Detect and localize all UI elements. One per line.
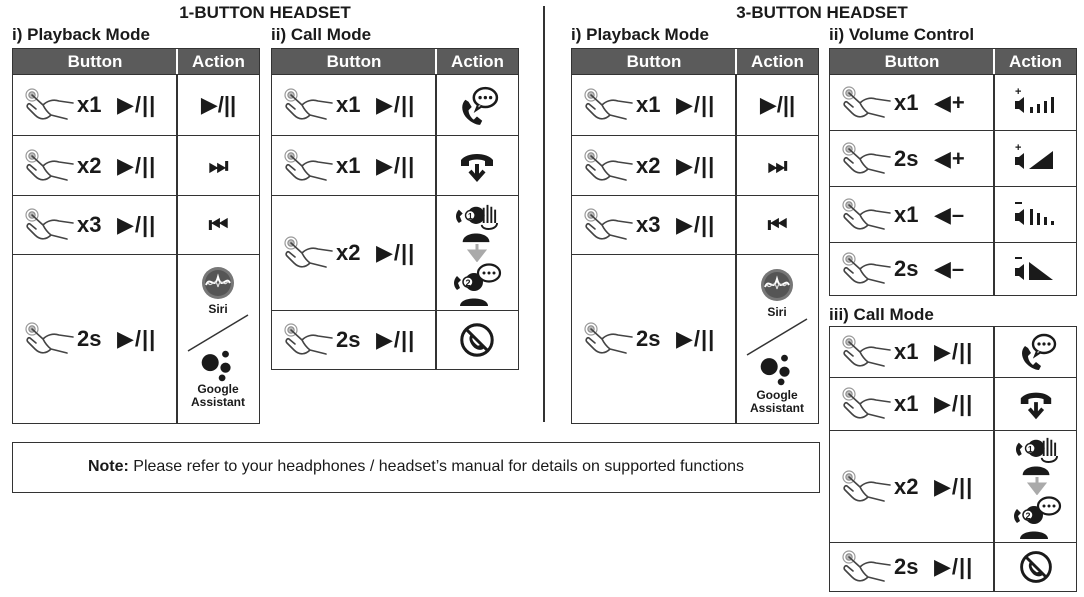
volume-up-step-icon [1013,87,1057,117]
hold-hand-icon [840,547,892,587]
double-tap-hand-icon [840,467,892,507]
table-row: x1◀– [830,186,1076,242]
tap-hand-icon [840,332,892,372]
talk-caller-2-icon [1011,495,1063,539]
col-button: Button [884,52,940,71]
google-assistant-label: Google Assistant [749,388,805,415]
tap-hand-icon [582,205,634,245]
tap-hand-icon [282,85,334,125]
hold-caller-1-icon [451,202,503,244]
hold-hand-icon [840,249,892,289]
three-volume-table: Button Action x1◀+ 2s◀+ x1◀– 2s◀– [829,48,1077,296]
one-playback-title: i) Playback Mode [12,25,150,44]
tap-hand-icon [840,195,892,235]
table-row: 2s▶/|| [830,542,1076,591]
col-action: Action [751,52,804,71]
next-track-icon: ⏭ [767,152,788,178]
hold-hand-icon [282,320,334,360]
table-row: x1▶/|| ▶/|| [572,74,818,135]
note-label: Note: [87,458,129,475]
table-row: 2s◀+ [830,130,1076,186]
play-pause-icon: ▶/|| [759,92,796,117]
siri-icon [200,265,236,301]
next-track-icon: ⏭ [208,152,229,178]
col-button: Button [67,52,123,71]
col-button: Button [626,52,682,71]
note-text: Please refer to your headphones / headse… [128,458,745,475]
table-row: x1▶/|| [830,327,1076,377]
col-action: Action [1009,52,1062,71]
play-pause-icon: ▶/|| [200,92,237,117]
one-call-table: Button Action x1▶/|| x1▶/|| x2▶/|| 2s▶/|… [271,48,519,370]
volume-up-continuous-icon [1013,143,1057,173]
tap-hand-icon [23,85,75,125]
reject-call-icon [458,321,496,359]
table-row: x2▶/|| ⏭ [572,135,818,195]
talk-caller-2-icon [451,262,503,306]
hold-hand-icon [23,319,75,359]
note-box: Note: Please refer to your headphones / … [12,442,820,493]
one-call-title: ii) Call Mode [271,25,372,44]
table-row: 2s◀– [830,242,1076,295]
press-x1: x1▶/|| [23,85,156,125]
end-call-icon [1017,385,1055,423]
reject-call-icon [1018,549,1054,585]
answer-call-icon [1017,332,1057,372]
tap-hand-icon [23,146,75,186]
google-assistant-label: Google Assistant [190,382,246,409]
table-row: 2s▶/|| [272,310,518,369]
google-assistant-icon [200,349,234,383]
tap-hand-icon [582,85,634,125]
table-row: x1◀+ [830,74,1076,130]
col-action: Action [192,52,245,71]
answer-call-icon [457,85,499,127]
table-row: 2s▶/|| Siri Google Assistant [13,254,259,423]
table-row: x3▶/|| ⏮ [572,195,818,254]
table-row: x1▶/|| [272,74,518,135]
arrow-down-icon [1027,477,1047,495]
col-action: Action [451,52,504,71]
three-button-title: 3-BUTTON HEADSET [736,3,908,22]
double-tap-hand-icon [282,233,334,273]
three-playback-title: i) Playback Mode [571,25,709,44]
tap-hand-icon [23,205,75,245]
arrow-down-icon [467,244,487,262]
volume-down-continuous-icon [1013,254,1057,284]
tap-hand-icon [282,146,334,186]
hold-caller-1-icon [1011,435,1063,477]
table-row: x1▶/|| ▶/|| [13,74,259,135]
siri-label: Siri [208,302,228,316]
switch-call-icon [995,431,1076,542]
table-row: x3▶/|| ⏮ [13,195,259,254]
hold-hand-icon [582,319,634,359]
end-call-icon [457,146,497,186]
col-button: Button [326,52,382,71]
three-playback-table: Button Action x1▶/|| ▶/|| x2▶/|| ⏭ x3▶/|… [571,48,819,424]
table-row: x2▶/|| ⏭ [13,135,259,195]
three-call-table: x1▶/|| x1▶/|| x2▶/|| 2s▶/|| [829,326,1077,592]
section-divider [543,6,545,422]
siri-icon [759,267,795,303]
hold-hand-icon [840,139,892,179]
table-row: x1▶/|| [830,377,1076,430]
volume-down-step-icon [1013,199,1057,229]
google-assistant-icon [759,353,793,387]
tap-hand-icon [840,83,892,123]
three-call-title: iii) Call Mode [829,305,934,324]
table-row: x2▶/|| [272,195,518,310]
previous-track-icon: ⏮ [767,212,788,237]
table-header: Button Action [13,49,259,74]
three-volume-title: ii) Volume Control [829,25,975,44]
table-row: x1▶/|| [272,135,518,195]
tap-hand-icon [582,146,634,186]
one-button-title: 1-BUTTON HEADSET [179,3,351,22]
previous-track-icon: ⏮ [208,212,229,237]
table-row: x2▶/|| [830,430,1076,542]
table-row: 2s▶/|| Siri Google Assistant [572,254,818,423]
tap-hand-icon [840,384,892,424]
one-playback-table: Button Action x1▶/|| ▶/|| x2▶/|| ⏭ x3▶/|… [12,48,260,424]
switch-call-icon [437,196,518,310]
siri-label: Siri [767,305,787,319]
